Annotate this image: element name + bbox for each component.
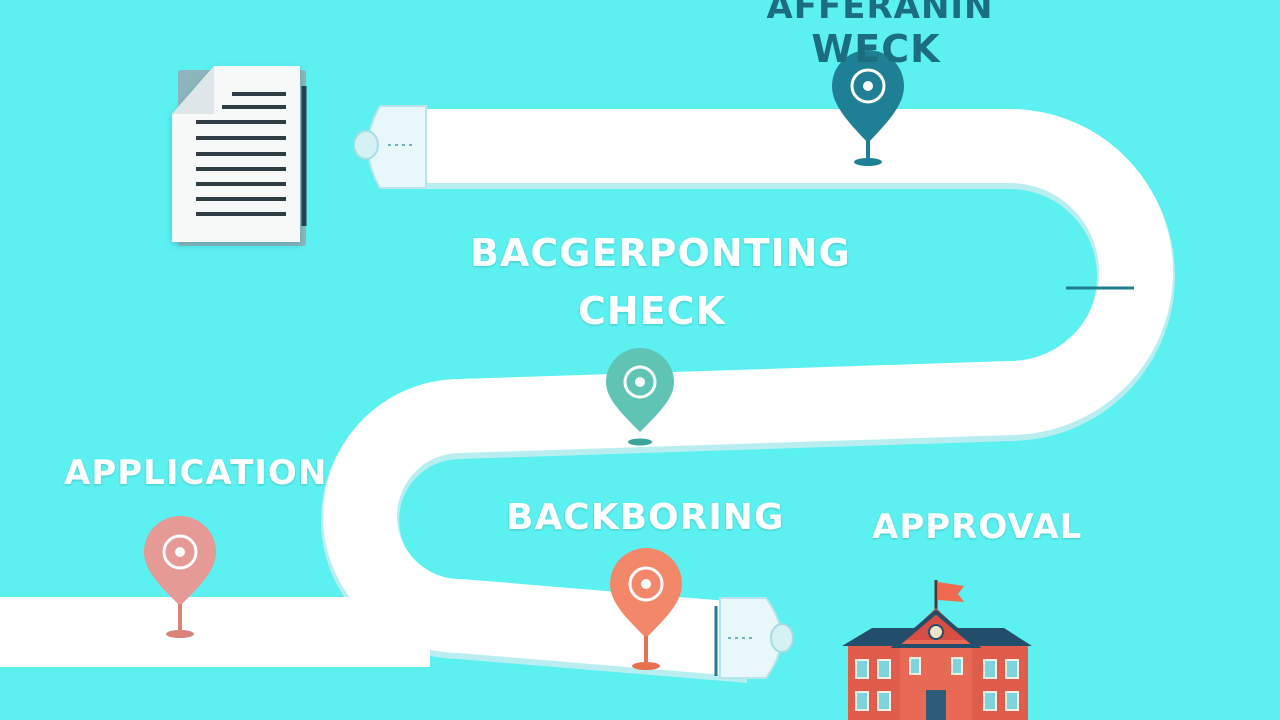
map-pin-icon-application <box>144 516 216 638</box>
map-pin-icon-backboring <box>610 548 682 670</box>
label-application: Application <box>64 453 328 493</box>
map-pin-icon-middle <box>606 348 674 446</box>
label-middle-line1: Bacgerponting <box>470 231 851 275</box>
label-approval: Approval <box>872 507 1083 547</box>
road <box>0 108 1175 683</box>
label-middle-line2: Check <box>578 289 726 333</box>
label-backboring: Backboring <box>506 497 785 538</box>
document-icon <box>172 66 307 246</box>
label-top-line1: Afferanin <box>766 0 994 27</box>
label-top-line2: Weck <box>811 27 941 71</box>
school-building-icon <box>842 580 1032 720</box>
road-cap-bottom <box>719 597 794 679</box>
road-cap-top <box>353 105 427 189</box>
map-pin-icon-top <box>832 50 904 166</box>
